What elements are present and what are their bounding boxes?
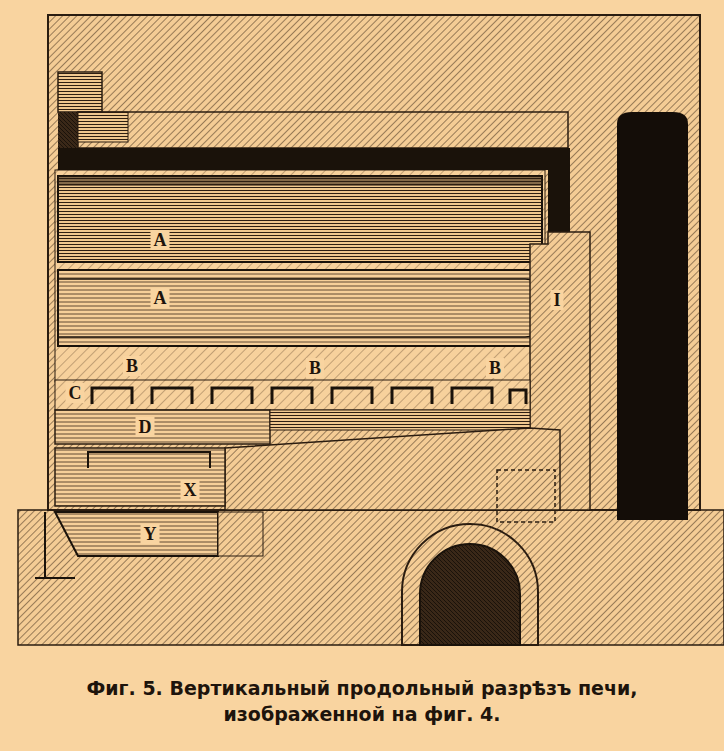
retort-shade: [58, 176, 542, 186]
retort-inner: [58, 279, 538, 337]
callout-letter: Y: [141, 524, 160, 544]
brick-block: [218, 512, 263, 556]
foundation: [18, 510, 724, 645]
brick-block: [58, 72, 102, 112]
callout-letter: D: [136, 417, 155, 437]
hidden-flue: [497, 470, 555, 522]
grate-frame: [88, 452, 210, 468]
retort: [58, 176, 542, 262]
grate-bar: [55, 410, 270, 444]
flue-cover: [78, 112, 568, 148]
flue-openings: [92, 388, 526, 404]
callout-letter: A: [151, 288, 170, 308]
flue-row: [55, 380, 530, 410]
callout-letter: B: [123, 356, 141, 376]
masonry: [48, 15, 700, 510]
arch-opening: [420, 544, 520, 645]
retort: [58, 270, 548, 346]
door-post: [35, 577, 75, 579]
callout-letter: I: [550, 290, 563, 310]
callout-letter: A: [151, 230, 170, 250]
callout-letter: X: [181, 480, 200, 500]
callout-letter: B: [306, 358, 324, 378]
door-post: [44, 512, 46, 578]
callout-letter: B: [486, 358, 504, 378]
figure-caption: Фиг. 5. Вертикальный продольный разрѣзъ …: [16, 676, 708, 727]
furnace-section: [0, 0, 724, 670]
arch: [402, 524, 538, 645]
chimney: [617, 112, 688, 520]
grate: [55, 448, 225, 506]
ash-pit: [55, 512, 218, 556]
brick-block: [78, 112, 128, 142]
grate-bar: [270, 410, 530, 430]
fire-bridge: [225, 428, 560, 510]
callout-letter: C: [66, 383, 85, 403]
